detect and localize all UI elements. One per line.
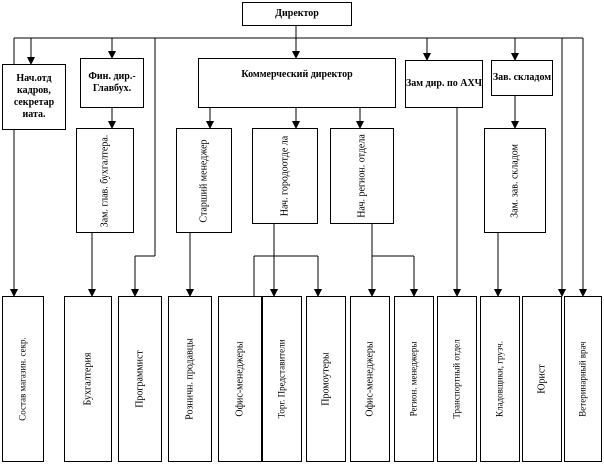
department-label: Юрист	[536, 364, 548, 394]
deputy-warehouse-head-box: Зам. зав. складом	[484, 128, 546, 233]
department-box-10: Транспортный отдел	[437, 296, 477, 462]
department-box-7: Промоутеры	[306, 296, 346, 462]
warehouse-head-label: Зав. складом	[492, 72, 552, 83]
deputy-warehouse-head-label: Зам. зав. складом	[509, 143, 521, 218]
department-box-2: Бухгалтерия	[64, 296, 112, 462]
region-department-head-label: Нач. регион. отдела	[356, 134, 368, 218]
department-box-12: Юрист	[522, 296, 562, 462]
warehouse-head-box: Зав. складом	[491, 60, 553, 96]
department-label: Ветеринарный врач	[577, 341, 588, 417]
department-box-6: Торг. Представители	[262, 296, 302, 462]
deputy-accountant-box: Зам. глав. бухгалтера.	[76, 128, 134, 233]
department-box-4: Розничн. продавцы	[168, 296, 212, 462]
deputy-accountant-label: Зам. глав. бухгалтера.	[99, 134, 111, 227]
commercial-director-label: Коммерческий директор	[241, 69, 353, 80]
department-box-9: Регион. менеджеры	[394, 296, 434, 462]
department-box-8: Офис-менеджеры	[350, 296, 390, 462]
department-label: Офис-менеджеры	[234, 341, 246, 417]
ahch-deputy-box: Зам дир. по АХЧ	[405, 60, 483, 108]
city-department-head-label: Нач. городоотде ла	[279, 135, 291, 217]
fin-director-label: Фин. дир.- Главбух.	[88, 71, 136, 94]
department-box-5: Офис-менеджеры	[218, 296, 262, 462]
director-label: Директор	[275, 8, 319, 19]
department-label: Офис-менеджеры	[364, 341, 376, 417]
department-box-3: Программист	[118, 296, 162, 462]
department-box-11: Кладовщики, грузч.	[480, 296, 520, 462]
department-label: Программист	[134, 350, 146, 408]
department-label: Транспортный отдел	[451, 339, 462, 419]
department-box-1: Состав магазин. секр.	[2, 296, 44, 462]
department-label: Промоутеры	[320, 352, 332, 406]
fin-director-box: Фин. дир.- Главбух.	[80, 58, 144, 108]
ahch-deputy-label: Зам дир. по АХЧ	[406, 78, 483, 89]
hr-head-box: Нач.отд кадров, секретар иата.	[2, 64, 66, 130]
department-label: Бухгалтерия	[82, 352, 94, 406]
department-label: Кладовщики, грузч.	[494, 341, 505, 417]
department-label: Состав магазин. секр.	[17, 337, 28, 421]
department-box-13: Ветеринарный врач	[564, 296, 602, 462]
department-label: Розничн. продавцы	[184, 338, 196, 420]
senior-manager-box: Старший менеджер	[176, 128, 232, 233]
city-department-head-box: Нач. городоотде ла	[252, 128, 318, 224]
hr-head-label: Нач.отд кадров, секретар иата.	[13, 73, 55, 120]
region-department-head-box: Нач. регион. отдела	[330, 128, 394, 224]
department-label: Регион. менеджеры	[408, 341, 419, 417]
senior-manager-label: Старший менеджер	[198, 138, 210, 223]
director-box: Директор	[242, 2, 352, 26]
department-label: Торг. Представители	[276, 339, 287, 419]
commercial-director-box: Коммерческий директор	[198, 58, 396, 108]
